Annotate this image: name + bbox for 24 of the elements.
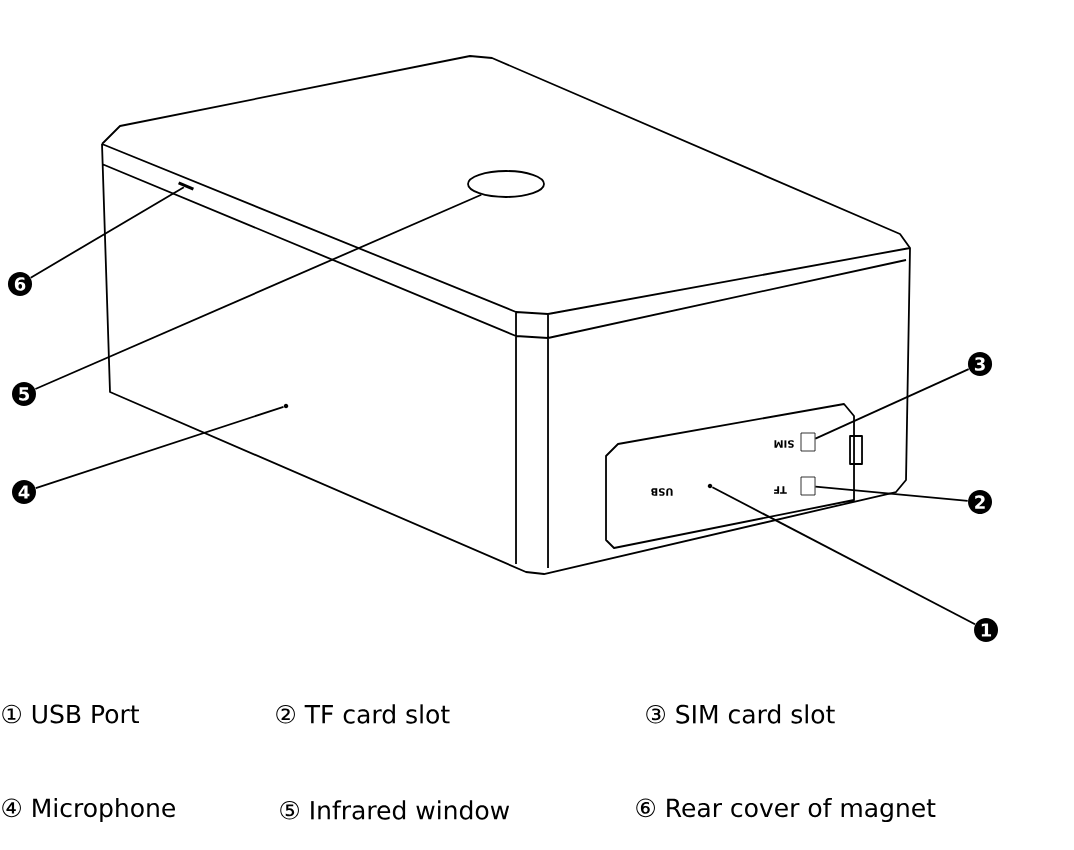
infrared-window — [467, 170, 545, 198]
microphone-hole — [283, 403, 289, 409]
callout-number: 5 — [12, 382, 36, 406]
usb-port — [707, 483, 713, 489]
legend-text: ⑥ Rear cover of magnet — [636, 797, 936, 823]
callout-number: 3 — [967, 351, 993, 377]
callout-number: 4 — [12, 480, 36, 504]
leader-line — [711, 486, 976, 626]
legend-text: ① USB Port — [2, 704, 139, 724]
leader-line — [814, 485, 969, 502]
legend-text: ④ Microphone — [2, 797, 175, 823]
legend-text: ③ SIM card slot — [646, 704, 835, 724]
callout-number: 6 — [7, 271, 33, 297]
legend-text: ② TF card slot — [276, 704, 450, 724]
leader-line — [814, 368, 970, 440]
card-slot — [800, 432, 816, 452]
card-slot — [800, 476, 816, 496]
leader-line — [34, 405, 285, 490]
callout-number: 2 — [968, 490, 992, 514]
leader-line — [34, 193, 483, 390]
callout-number: 1 — [974, 618, 998, 642]
cover-edge — [178, 181, 194, 191]
leader-line — [29, 186, 185, 279]
legend-text: ⑤ Infrared window — [280, 800, 510, 820]
